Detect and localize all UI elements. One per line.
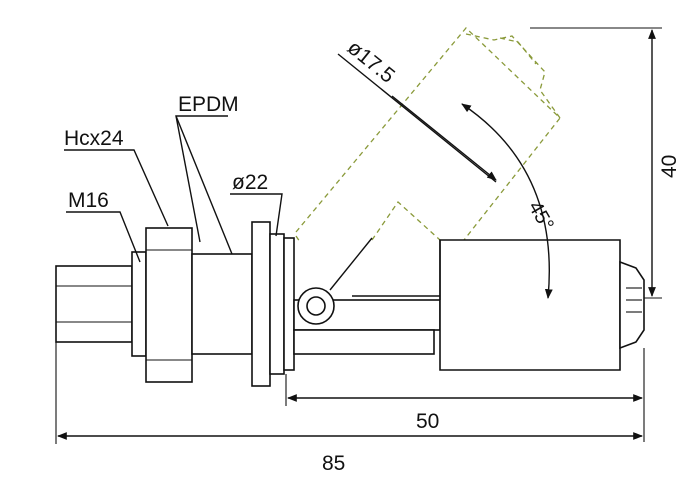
stem-body [191,253,253,355]
thread-label: M16 [68,189,109,212]
flange [251,221,295,387]
total-length-dimension [55,342,643,444]
hex-nut [145,227,193,383]
float-length-dimension [285,348,645,442]
height-dimension [530,27,662,299]
float-diameter-dimension [337,53,497,183]
tilted-float-outline [295,27,561,243]
total-length-label: 85 [322,452,345,475]
angle-dimension [461,103,553,299]
hex-label: Hcx24 [64,127,124,150]
threaded-stem [55,251,147,357]
material-label: EPDM [178,93,239,116]
float-assembly [293,237,645,371]
label-leaders [64,115,283,263]
float-length-label: 50 [416,410,439,433]
height-label: 40 [658,155,681,178]
flange-diameter-label: ø22 [232,171,268,194]
angle-label: 45° [524,198,558,235]
